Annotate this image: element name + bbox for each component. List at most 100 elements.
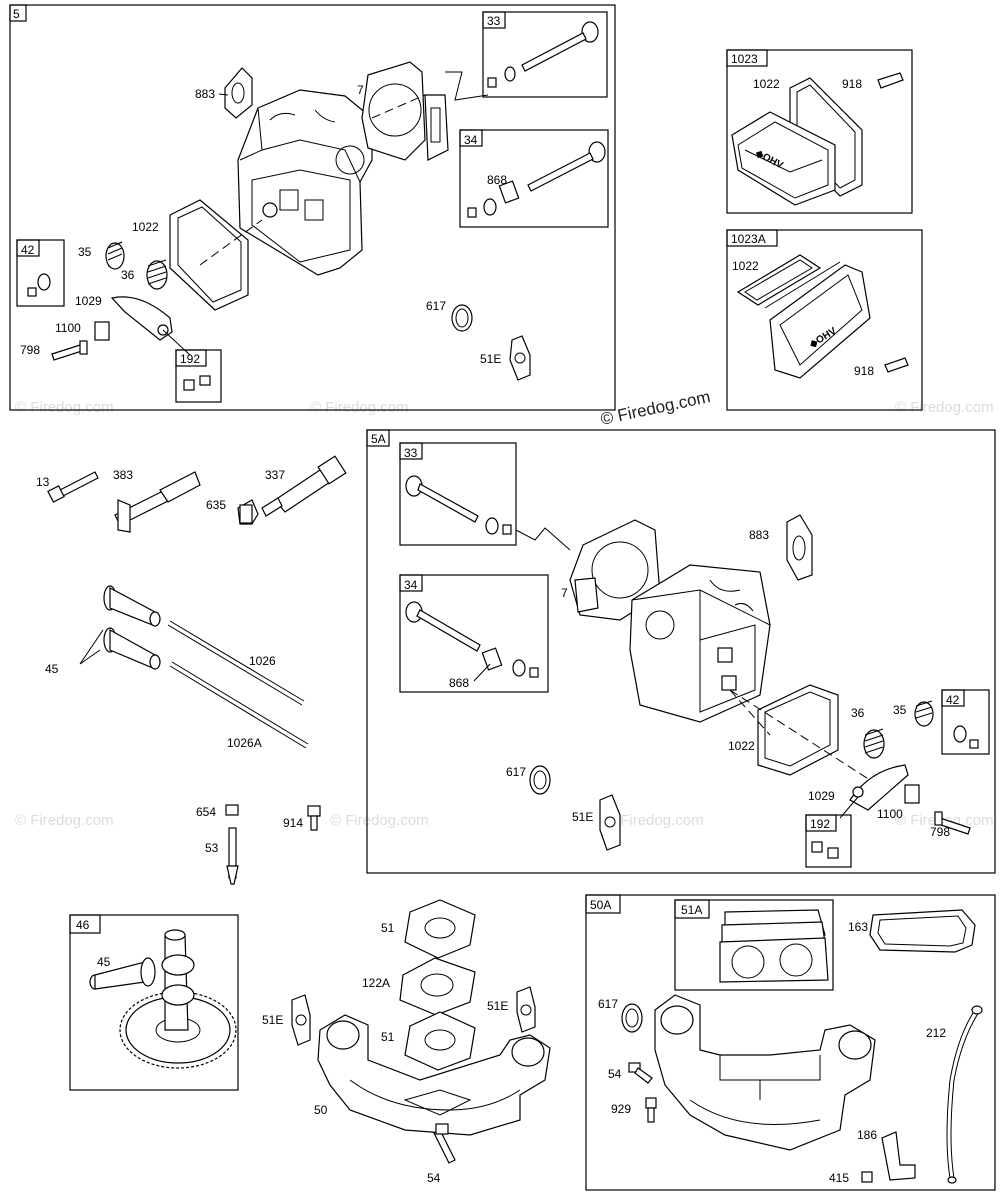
- group-5A-frame: [366, 429, 996, 874]
- gasket-883: [224, 67, 253, 119]
- part-label: 51E: [262, 1013, 283, 1027]
- gasket-51E-left: [291, 994, 311, 1046]
- part-label: 212: [926, 1026, 946, 1040]
- loose-parts: 13 383 337 635 45: [36, 455, 347, 885]
- part-label: 1029: [75, 294, 102, 308]
- group-42-number: 42: [946, 693, 960, 707]
- part-label: 617: [598, 997, 618, 1011]
- o-ring-617: [621, 1003, 643, 1033]
- group-192-number: 192: [180, 352, 200, 366]
- group-5A-tag: [366, 429, 390, 447]
- part-label: 36: [121, 268, 135, 282]
- group-33-frame: [399, 442, 517, 546]
- group-5-number: 5: [13, 7, 20, 21]
- part-label: 51E: [487, 999, 508, 1013]
- group-1023: 1023 ◆OHV 1022 918: [726, 49, 913, 214]
- o-ring-617: [451, 304, 473, 332]
- group-1023A: 1023A ◆OHV 1022 918: [726, 229, 923, 411]
- keeper: [969, 739, 979, 749]
- part-label: 337: [265, 468, 285, 482]
- part-label: 1022: [728, 739, 755, 753]
- gasket-1022: [169, 199, 249, 311]
- part-label: 186: [857, 1128, 877, 1142]
- part-label: 54: [427, 1171, 441, 1185]
- group-33-tag: [482, 11, 506, 29]
- cylinder-head: [629, 564, 771, 723]
- part-label: 918: [842, 77, 862, 91]
- group-5: 5: [9, 4, 616, 411]
- tappets-45: [103, 585, 161, 670]
- watermark-text: © Firedog.com: [15, 399, 114, 416]
- group-33-number: 33: [487, 14, 501, 28]
- group-50A-tag: [585, 894, 621, 914]
- part-label: 1022: [753, 77, 780, 91]
- group-1023-tag: [726, 49, 768, 67]
- part-label: 50: [314, 1103, 328, 1117]
- group-42-frame: [16, 239, 65, 307]
- part-label: 7: [357, 83, 364, 97]
- stud-53: [226, 827, 239, 885]
- tappet-45: [89, 957, 156, 990]
- part-label: 1022: [132, 220, 159, 234]
- adjust-screw: [811, 841, 823, 853]
- intake-valve: [405, 601, 539, 678]
- valve-spring-36: [146, 259, 168, 290]
- cover-stud: [884, 357, 909, 373]
- retainer: [37, 273, 51, 291]
- part-label: 918: [854, 364, 874, 378]
- head-gasket-7: [361, 61, 449, 161]
- group-42-tag: [16, 239, 40, 257]
- part-label: 635: [206, 498, 226, 512]
- group-34-number: 34: [464, 133, 478, 147]
- watermark-layer: © Firedog.com © Firedog.com © Firedog.co…: [15, 387, 994, 829]
- cylinder-head: [237, 89, 373, 276]
- group-42-frame: [941, 689, 990, 755]
- part-label: 7: [561, 586, 568, 600]
- group-1023A-frame: [726, 229, 923, 411]
- part-label: 654: [196, 805, 216, 819]
- part-label: 51: [381, 1030, 395, 1044]
- watermark-text: © Firedog.com: [310, 399, 409, 416]
- valve-spring-35: [105, 241, 125, 270]
- part-label: 914: [283, 816, 303, 830]
- screw-914: [307, 805, 321, 831]
- part-label: 122A: [362, 976, 390, 990]
- intake-valve: [467, 141, 606, 218]
- group-42-number: 42: [21, 243, 35, 257]
- group-34-number: 34: [404, 578, 418, 592]
- rocker-arm: [849, 764, 909, 811]
- part-label: 1026: [249, 654, 276, 668]
- push-rod-1026A: [169, 661, 309, 749]
- valve-spring-35: [914, 700, 934, 727]
- part-label: 45: [97, 955, 111, 969]
- stud-929: [645, 1097, 657, 1123]
- exhaust-valve: [405, 475, 512, 535]
- part-label: 36: [851, 706, 865, 720]
- group-50A-number: 50A: [590, 898, 611, 912]
- bolt-54: [628, 1062, 653, 1084]
- tube-212: [946, 1005, 983, 1184]
- group-33-tag: [399, 442, 423, 460]
- gasket-883: [786, 514, 813, 581]
- part-label: 798: [20, 343, 40, 357]
- push-rod-1026: [167, 620, 305, 706]
- head-gasket-7: [569, 519, 661, 621]
- valve-cover: ◆OHV: [731, 111, 836, 206]
- rocker-stud: [51, 340, 88, 361]
- nut: [827, 847, 839, 859]
- spark-plug-337: [261, 455, 347, 517]
- part-label: 35: [78, 245, 92, 259]
- retainer: [953, 725, 967, 743]
- group-50A-frame: [585, 894, 996, 1191]
- group-46: 46 45: [69, 914, 239, 1091]
- gasket-1022: [757, 684, 839, 776]
- watermark-text: © Firedog.com: [330, 812, 429, 829]
- rocker-arm: [110, 296, 173, 341]
- part-label: 51: [381, 921, 395, 935]
- part-label: 1029: [808, 789, 835, 803]
- exhaust-valve: [487, 21, 599, 88]
- part-label: 53: [205, 841, 219, 855]
- rocker-stud: [934, 811, 971, 835]
- watermark-text: © Firedog.com: [605, 812, 704, 829]
